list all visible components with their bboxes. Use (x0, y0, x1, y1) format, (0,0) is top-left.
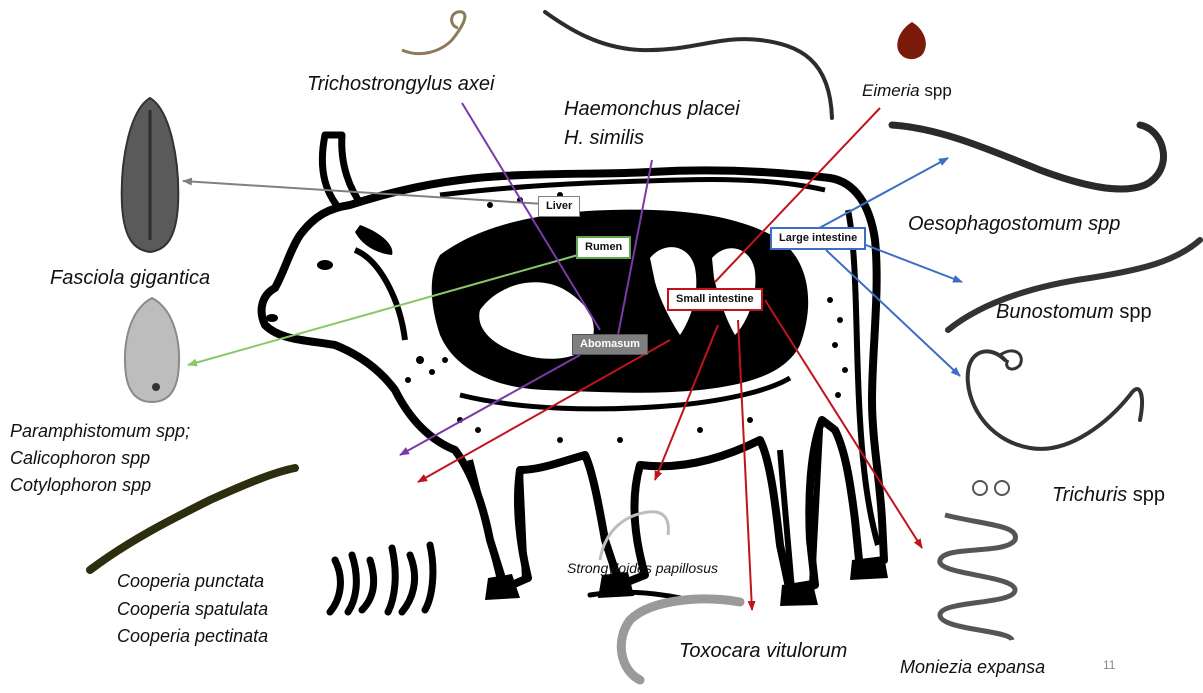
organ-label-small-intestine: Small intestine (667, 288, 763, 311)
grass-tuft-left (330, 545, 433, 612)
label-cooperia-punctata: Cooperia punctata (117, 568, 264, 595)
label-bunostomum-spp: spp (1119, 301, 1151, 323)
label-moniezia-expansa: Moniezia expansa (900, 654, 1045, 681)
label-trichuris: Trichuris spp (1052, 483, 1165, 507)
trichostrongylus-image (402, 12, 465, 54)
label-trichostrongylus-axei: Trichostrongylus axei (307, 72, 494, 96)
label-calicophoron: Calicophoron spp (10, 445, 150, 472)
label-haemonchus-similis: H. similis (564, 126, 644, 150)
organ-label-liver: Liver (538, 196, 580, 217)
cow-hoof-4 (850, 556, 888, 580)
organ-label-rumen: Rumen (576, 236, 631, 259)
label-eimeria: Eimeria spp (862, 79, 952, 103)
label-bunostomum: Bunostomum spp (996, 300, 1152, 324)
paramphistomum-image (125, 298, 179, 402)
oesophagostomum-image (892, 125, 1164, 189)
label-oesophagostomum: Oesophagostomum spp (908, 212, 1120, 236)
label-paramphistomum: Paramphistomum spp; (10, 418, 190, 445)
organ-label-large-intestine: Large intestine (770, 227, 866, 250)
label-fasciola-gigantica: Fasciola gigantica (50, 266, 210, 290)
label-haemonchus-placei: Haemonchus placei (564, 97, 740, 121)
label-strongyloides-papillosus: Strongyloides papillosus (567, 556, 718, 580)
page-number: 11 (1103, 658, 1115, 672)
label-cooperia-spatulata: Cooperia spatulata (117, 596, 268, 623)
cow-nostril (266, 314, 278, 322)
moniezia-image (940, 481, 1016, 640)
label-eimeria-genus: Eimeria (862, 81, 920, 100)
eimeria-image (897, 22, 926, 59)
cow-eye (317, 260, 333, 270)
label-bunostomum-genus: Bunostomum (996, 301, 1114, 323)
label-toxocara-vitulorum: Toxocara vitulorum (679, 639, 847, 663)
trichuris-image (968, 351, 1142, 449)
label-trichuris-spp: spp (1133, 484, 1165, 506)
label-cotylophoron: Cotylophoron spp (10, 472, 151, 499)
label-cooperia-pectinata: Cooperia pectinata (117, 623, 268, 650)
organ-label-abomasum: Abomasum (572, 334, 648, 355)
label-trichuris-genus: Trichuris (1052, 484, 1127, 506)
label-eimeria-spp: spp (924, 81, 951, 100)
